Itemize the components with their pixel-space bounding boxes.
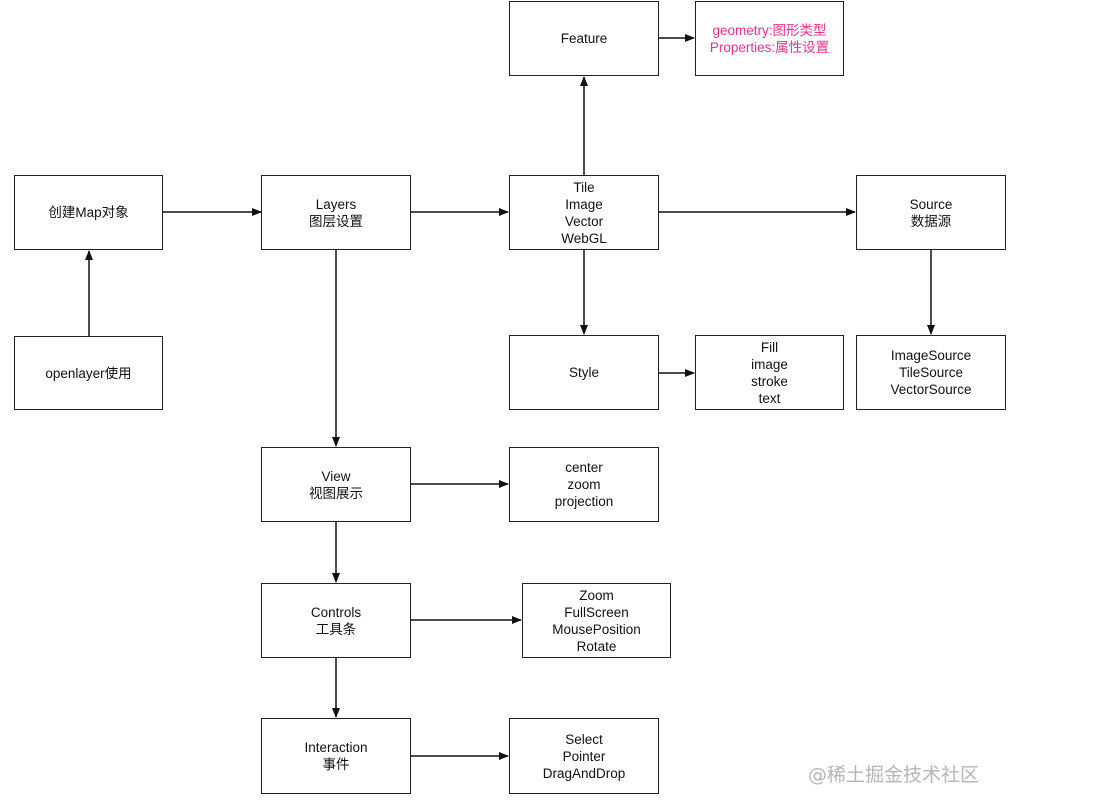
controls-node: Controls 工具条 [261,583,411,658]
openlayer-use-node: openlayer使用 [14,336,163,410]
control-types-label: Zoom FullScreen MousePosition Rotate [552,587,641,654]
style-label: Style [568,365,599,380]
create-map-label: 创建Map对象 [48,205,129,220]
layers-node: Layers 图层设置 [261,175,411,250]
interaction-types-node: Select Pointer DragAndDrop [509,718,659,794]
view-props-node: center zoom projection [509,447,659,522]
interaction-node: Interaction 事件 [261,718,411,794]
controls-label: Controls 工具条 [310,604,362,637]
source-types-label: ImageSource TileSource VectorSource [890,348,972,397]
interaction-label: Interaction 事件 [304,740,368,772]
style-props-node: Fill image stroke text [695,335,844,410]
source-types-node: ImageSource TileSource VectorSource [856,335,1006,410]
feature-label: Feature [560,31,608,46]
source-node: Source 数据源 [856,175,1006,250]
layer-types-node: Tile Image Vector WebGL [509,175,659,250]
view-node: View 视图展示 [261,447,411,522]
view-label: View 视图展示 [309,468,363,501]
feature-props-node: geometry:图形类型 Properties:属性设置 [695,1,844,76]
control-types-node: Zoom FullScreen MousePosition Rotate [522,583,671,658]
feature-props-label: geometry:图形类型 Properties:属性设置 [709,22,830,55]
openlayer-use-label: openlayer使用 [45,365,132,381]
feature-node: Feature [509,1,659,76]
style-node: Style [509,335,659,410]
view-props-label: center zoom projection [554,460,614,509]
layer-types-label: Tile Image Vector WebGL [561,179,607,246]
interaction-types-label: Select Pointer DragAndDrop [542,731,626,781]
create-map-node: 创建Map对象 [14,175,163,250]
style-props-label: Fill image stroke text [751,339,788,406]
layers-label: Layers 图层设置 [309,196,363,229]
watermark: @稀土掘金技术社区 [808,764,980,786]
source-label: Source 数据源 [909,196,953,229]
